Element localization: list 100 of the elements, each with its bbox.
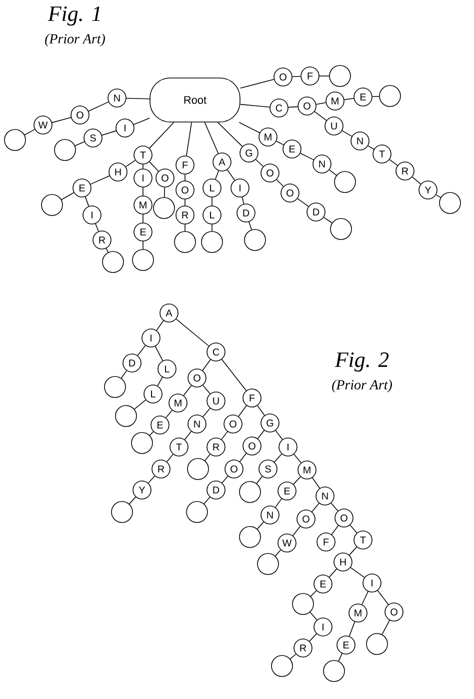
tree-line bbox=[184, 431, 192, 440]
tree-line bbox=[377, 590, 389, 605]
tree-line bbox=[292, 76, 301, 78]
tree-line bbox=[309, 633, 317, 642]
tree-line bbox=[312, 502, 320, 512]
tree-line bbox=[217, 122, 243, 147]
end-circle bbox=[271, 655, 293, 677]
tree-line bbox=[202, 408, 210, 418]
tree-line bbox=[328, 568, 338, 578]
end-circle bbox=[132, 249, 154, 271]
tree-line bbox=[297, 198, 309, 207]
tree-line bbox=[412, 176, 422, 184]
tree-line bbox=[350, 567, 365, 578]
tree-line bbox=[221, 359, 247, 391]
tree-line bbox=[74, 141, 85, 146]
tree-line bbox=[240, 104, 270, 108]
tree-line bbox=[257, 430, 265, 439]
tree-line bbox=[350, 524, 358, 534]
tree-line bbox=[166, 454, 174, 462]
tree-line bbox=[275, 498, 282, 508]
tree-line bbox=[276, 179, 284, 187]
figure-title: Fig. 1 bbox=[48, 6, 100, 26]
end-circle bbox=[102, 251, 124, 273]
tree-line bbox=[84, 196, 90, 207]
tree-line bbox=[102, 130, 116, 136]
tree-line bbox=[275, 430, 283, 440]
tree-line bbox=[288, 106, 298, 108]
tree-line bbox=[137, 345, 146, 356]
tree-line bbox=[342, 130, 352, 137]
tree-line bbox=[310, 590, 317, 597]
tree-line bbox=[344, 98, 354, 100]
end-circle bbox=[366, 633, 388, 655]
tree-line bbox=[157, 376, 163, 386]
end-circle bbox=[334, 171, 356, 193]
tree-line bbox=[183, 385, 192, 396]
tree-line bbox=[368, 145, 374, 150]
tree-line bbox=[61, 192, 74, 200]
tree-line bbox=[338, 653, 342, 662]
end-circle bbox=[115, 405, 137, 427]
tree-line bbox=[222, 476, 228, 484]
end-circle bbox=[174, 231, 196, 253]
tree-line bbox=[142, 214, 144, 223]
end-circle bbox=[41, 194, 63, 216]
tree-line bbox=[276, 140, 284, 146]
tree-line bbox=[24, 129, 36, 136]
tree-line bbox=[202, 384, 210, 394]
tree-line bbox=[248, 222, 252, 230]
tree-line bbox=[120, 370, 127, 378]
end-circle bbox=[201, 231, 223, 253]
end-circle bbox=[131, 432, 153, 454]
tree-line bbox=[312, 477, 320, 489]
end-circle bbox=[323, 660, 345, 682]
tree-line bbox=[154, 346, 164, 362]
tree-line bbox=[134, 400, 146, 410]
end-circle bbox=[111, 501, 133, 523]
tree-line bbox=[125, 160, 136, 168]
tree-line bbox=[90, 175, 110, 185]
end-circle bbox=[292, 593, 314, 615]
tree-line bbox=[176, 318, 210, 346]
tree-line bbox=[348, 621, 356, 637]
tree-line bbox=[240, 78, 274, 89]
tree-line bbox=[239, 453, 247, 462]
tree-line bbox=[95, 223, 99, 232]
tree-line bbox=[221, 431, 228, 440]
tree-line bbox=[166, 410, 172, 418]
tree-line bbox=[204, 122, 219, 154]
tree-line bbox=[106, 248, 109, 253]
tree-line bbox=[274, 550, 282, 556]
tree-line bbox=[362, 591, 368, 605]
tree-line bbox=[204, 454, 210, 461]
tree-line bbox=[256, 522, 264, 530]
root-box: Root bbox=[150, 78, 240, 122]
end-circle bbox=[187, 458, 209, 480]
end-circle bbox=[244, 229, 266, 251]
tree-line bbox=[142, 187, 144, 196]
tree-line bbox=[184, 199, 186, 206]
tree-line bbox=[184, 174, 186, 181]
tree-line bbox=[316, 102, 326, 105]
tree-line bbox=[255, 159, 264, 167]
tree-line bbox=[292, 526, 301, 536]
tree-line bbox=[330, 502, 338, 512]
tree-line bbox=[164, 187, 166, 198]
tree-line bbox=[314, 111, 327, 121]
tree-line bbox=[348, 546, 358, 556]
tree-line bbox=[257, 405, 265, 416]
tree-line bbox=[389, 159, 398, 166]
end-circle bbox=[153, 197, 175, 219]
tree-line bbox=[142, 241, 144, 250]
tree-line bbox=[52, 117, 72, 123]
tree-line bbox=[202, 359, 211, 371]
figure-subtitle: (Prior Art) bbox=[45, 34, 105, 46]
end-circle bbox=[4, 129, 26, 151]
tree-line bbox=[149, 122, 174, 149]
tree-line bbox=[329, 169, 337, 176]
tree-line bbox=[88, 102, 109, 112]
tree-line bbox=[214, 170, 220, 180]
end-circle bbox=[439, 192, 461, 214]
tree-line bbox=[128, 496, 136, 504]
tree-line bbox=[226, 169, 236, 181]
tree-line bbox=[184, 224, 186, 232]
